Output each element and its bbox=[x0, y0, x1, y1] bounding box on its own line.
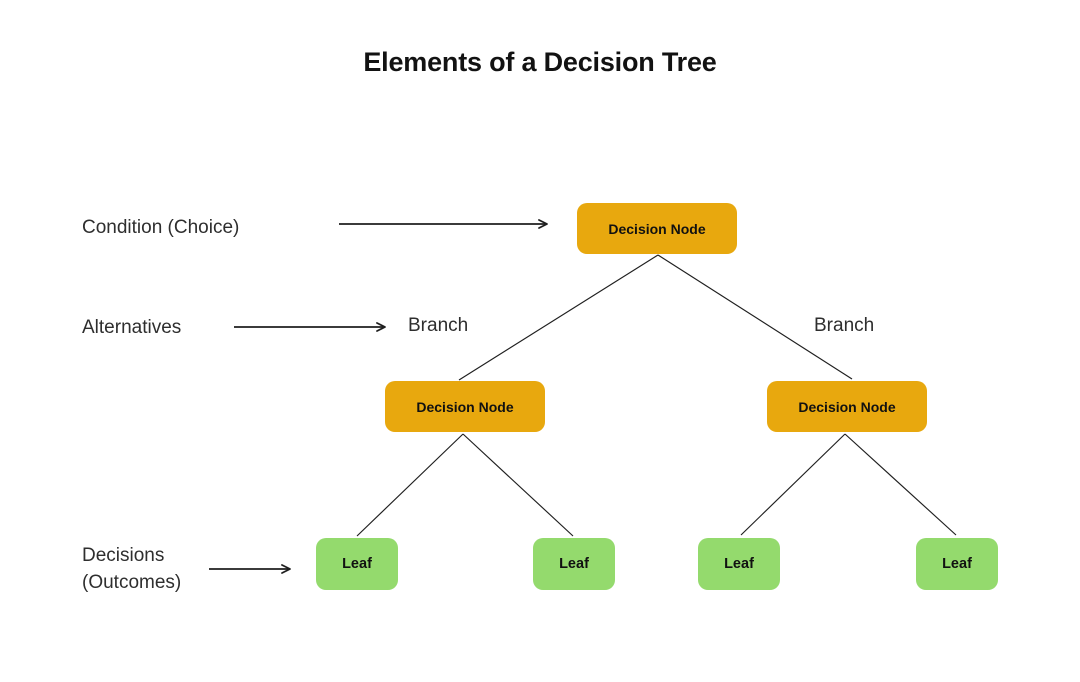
decision-node-right: Decision Node bbox=[767, 381, 927, 432]
leaf-node-1: Leaf bbox=[316, 538, 398, 590]
edge-root-right bbox=[657, 254, 853, 380]
condition-label: Condition (Choice) bbox=[82, 217, 240, 238]
alternatives-label: Alternatives bbox=[82, 317, 182, 338]
edge-right-leaf3 bbox=[740, 433, 846, 536]
leaf-node-4: Leaf bbox=[916, 538, 998, 590]
edge-left-leaf1 bbox=[356, 433, 464, 537]
decision-node-root: Decision Node bbox=[577, 203, 737, 254]
decision-node-left: Decision Node bbox=[385, 381, 545, 432]
edge-left-leaf2 bbox=[462, 433, 574, 537]
tree-edges bbox=[356, 254, 957, 537]
branch-label-left: Branch bbox=[408, 315, 469, 336]
decisions-label: Decisions (Outcomes) bbox=[82, 542, 181, 596]
edge-root-left bbox=[458, 254, 659, 381]
leaf-node-2: Leaf bbox=[533, 538, 615, 590]
page-title: Elements of a Decision Tree bbox=[363, 47, 717, 77]
branch-label-right: Branch bbox=[814, 315, 875, 336]
decisions-label-line2: (Outcomes) bbox=[82, 572, 182, 593]
annotation-arrows bbox=[209, 219, 548, 574]
edge-right-leaf4 bbox=[844, 433, 957, 536]
decisions-label-line1: Decisions bbox=[82, 545, 165, 566]
leaf-node-3: Leaf bbox=[698, 538, 780, 590]
